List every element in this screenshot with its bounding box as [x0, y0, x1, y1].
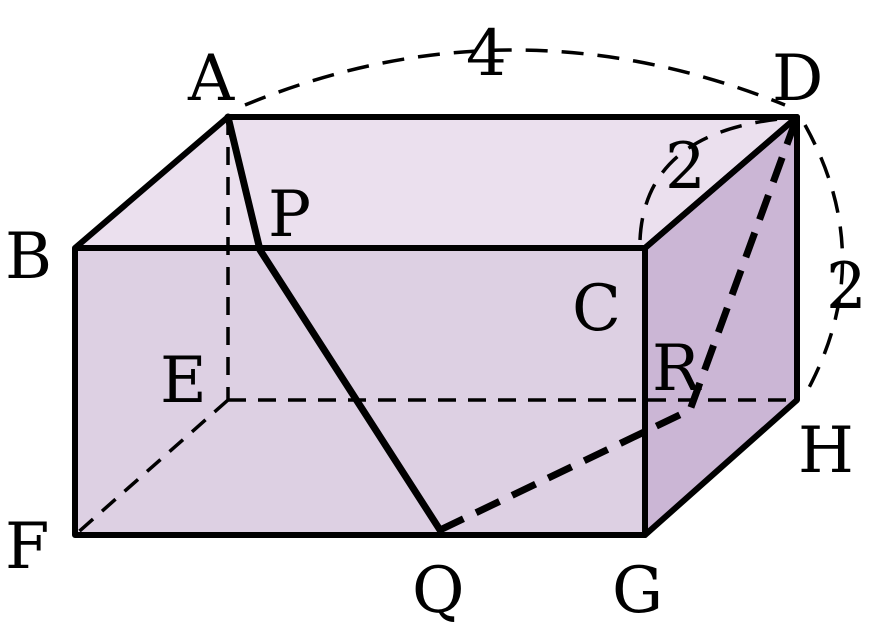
label-G: G — [612, 554, 663, 628]
label-D: D — [772, 42, 823, 116]
hidden-edge-EF — [73, 398, 230, 537]
dimension-arc-AD — [244, 48, 786, 107]
dimension-label-DH: 2 — [826, 250, 867, 324]
label-Q: Q — [412, 554, 464, 628]
path-QRD — [438, 115, 801, 534]
front-face — [75, 248, 645, 535]
label-B: B — [5, 220, 52, 294]
label-E: E — [160, 344, 207, 418]
path-APQ — [224, 113, 444, 534]
label-C: C — [572, 272, 621, 346]
label-P: P — [268, 178, 311, 252]
visible-edges — [72, 114, 800, 538]
label-R: R — [652, 332, 702, 406]
dimension-arc-DH — [803, 124, 845, 396]
top-face — [75, 117, 797, 248]
dimension-label-CD: 2 — [665, 130, 706, 204]
dimension-label-AD: 4 — [466, 17, 507, 91]
label-H: H — [798, 414, 854, 488]
edge-CD — [642, 114, 800, 251]
dimension-arc-CD — [638, 116, 791, 241]
label-A: A — [187, 42, 235, 116]
label-F: F — [5, 510, 49, 584]
